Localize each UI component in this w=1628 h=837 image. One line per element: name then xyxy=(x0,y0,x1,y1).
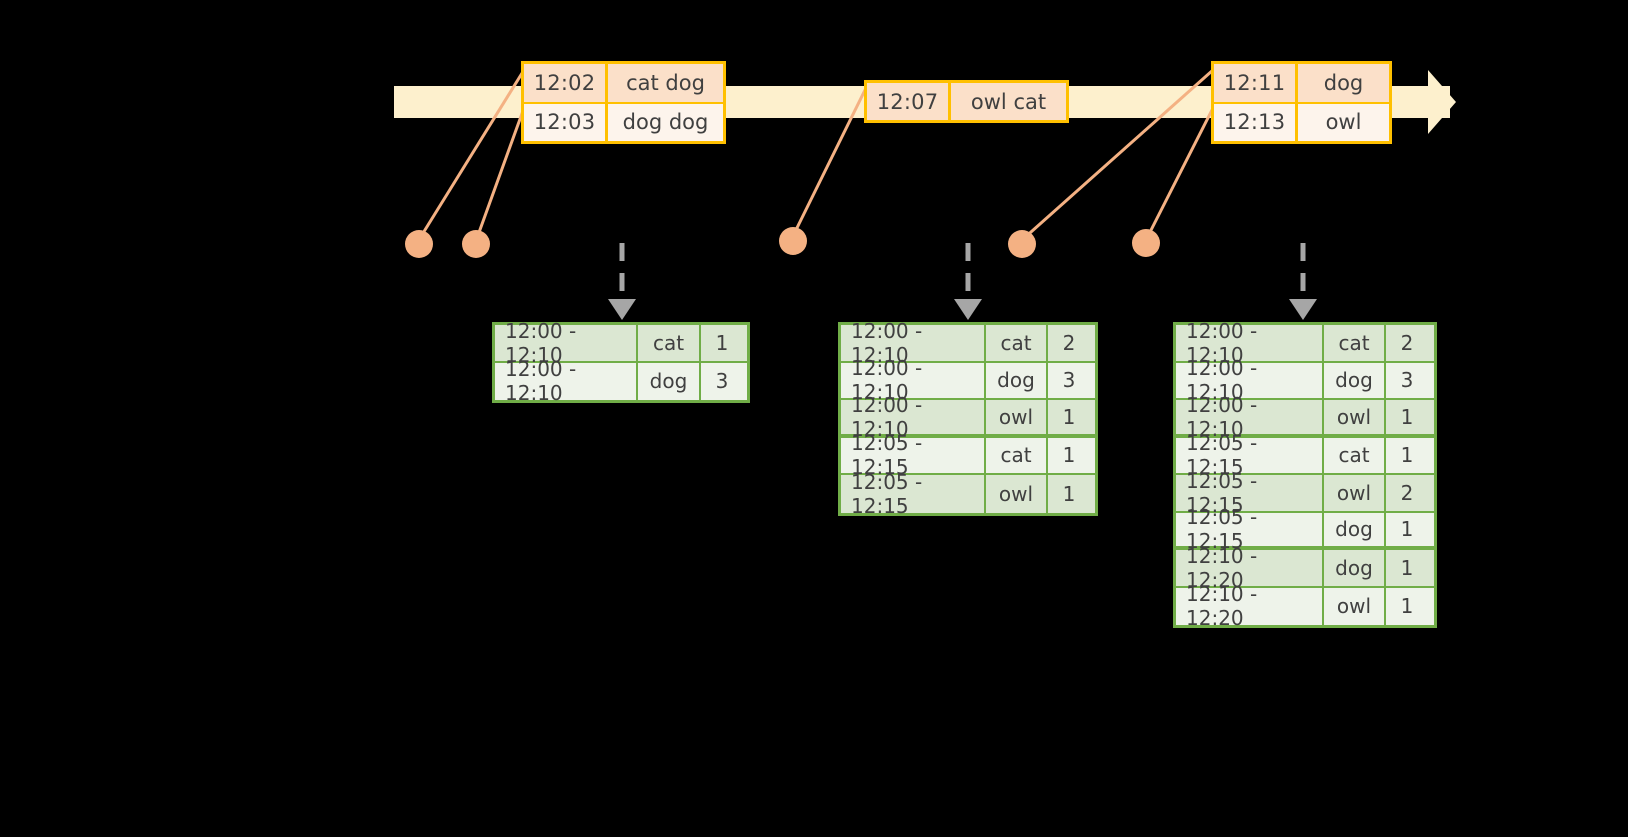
connector-line-2 xyxy=(475,107,526,239)
cell-window: 12:00 - 12:10 xyxy=(495,319,638,367)
cell-word: dog xyxy=(986,362,1048,398)
connector-dots xyxy=(405,227,1160,258)
event-box-3[interactable]: 12:11 dog 12:13 owl xyxy=(1211,61,1392,144)
cell-word: cat xyxy=(986,437,1048,473)
table-row: 12:05 - 12:15 dog 1 xyxy=(1176,505,1434,553)
event-words: owl xyxy=(1325,110,1362,135)
table-row: 12:05 - 12:15 owl 2 xyxy=(1176,469,1434,517)
event-row: 12:02 cat dog xyxy=(524,64,723,102)
cell-count: 3 xyxy=(715,369,729,394)
cell-count: 1 xyxy=(1400,517,1414,542)
event-time: 12:02 xyxy=(524,64,608,102)
cell-count: 3 xyxy=(1062,368,1076,393)
event-words: dog dog xyxy=(622,110,709,135)
cell-word: dog xyxy=(1324,362,1386,398)
table-row: 12:00 - 12:10 owl 1 xyxy=(1176,393,1434,441)
cell-window: 12:10 - 12:20 xyxy=(1176,582,1324,630)
cell-word: cat xyxy=(1324,437,1386,473)
event-row: 12:03 dog dog xyxy=(524,101,723,141)
cell-count: 2 xyxy=(1400,330,1414,355)
table-row: 12:00 - 12:10 dog 3 xyxy=(495,357,747,405)
table-row: 12:05 - 12:15 cat 1 xyxy=(841,431,1095,479)
table-row: 12:00 - 12:10 owl 1 xyxy=(841,393,1095,441)
cell-window: 12:00 - 12:10 xyxy=(1176,393,1324,441)
cell-word: owl xyxy=(1324,400,1386,434)
event-dot-2 xyxy=(462,230,490,258)
event-time: 12:07 xyxy=(867,83,951,120)
cell-word: dog xyxy=(1324,550,1386,586)
event-dot-5 xyxy=(1132,229,1160,257)
cell-window: 12:05 - 12:15 xyxy=(841,431,986,479)
event-box-1[interactable]: 12:02 cat dog 12:03 dog dog xyxy=(521,61,726,144)
event-words: dog xyxy=(1323,70,1364,95)
event-row: 12:07 owl cat xyxy=(867,83,1066,120)
event-dot-3 xyxy=(779,227,807,255)
table-row: 12:05 - 12:15 cat 1 xyxy=(1176,431,1434,479)
cell-window: 12:10 - 12:20 xyxy=(1176,544,1324,592)
event-box-2[interactable]: 12:07 owl cat xyxy=(864,80,1069,123)
result-table-2[interactable]: 12:00 - 12:10 cat 2 12:00 - 12:10 dog 3 … xyxy=(838,319,1098,518)
result-table-3[interactable]: 12:00 - 12:10 cat 2 12:00 - 12:10 dog 3 … xyxy=(1173,319,1437,630)
table-row: 12:10 - 12:20 dog 1 xyxy=(1176,544,1434,592)
cell-word: cat xyxy=(638,325,701,361)
table-row: 12:10 - 12:20 owl 1 xyxy=(1176,582,1434,630)
event-time: 12:13 xyxy=(1214,103,1298,141)
event-dot-4 xyxy=(1008,230,1036,258)
dashed-arrow-head-1 xyxy=(608,299,636,320)
cell-word: owl xyxy=(986,475,1048,513)
cell-window: 12:05 - 12:15 xyxy=(1176,505,1324,553)
cell-word: dog xyxy=(638,362,701,400)
dashed-arrow-head-3 xyxy=(1289,299,1317,320)
cell-count: 1 xyxy=(1062,443,1076,468)
event-row: 12:11 dog xyxy=(1214,64,1389,102)
cell-count: 1 xyxy=(1400,404,1414,429)
cell-count: 1 xyxy=(1400,555,1414,580)
cell-word: owl xyxy=(1324,587,1386,625)
table-row: 12:00 - 12:10 cat 2 xyxy=(841,319,1095,367)
cell-window: 12:05 - 12:15 xyxy=(1176,431,1324,479)
cell-word: cat xyxy=(1324,325,1386,361)
cell-window: 12:00 - 12:10 xyxy=(841,393,986,441)
event-words: owl cat xyxy=(970,89,1047,114)
table-row: 12:05 - 12:15 owl 1 xyxy=(841,470,1095,518)
cell-window: 12:00 - 12:10 xyxy=(1176,319,1324,367)
cell-count: 1 xyxy=(1400,594,1414,619)
event-words: cat dog xyxy=(626,70,705,95)
cell-word: owl xyxy=(986,400,1048,434)
event-time: 12:11 xyxy=(1214,64,1298,102)
table-row: 12:00 - 12:10 cat 1 xyxy=(495,319,747,367)
cell-word: owl xyxy=(1324,475,1386,511)
cell-count: 1 xyxy=(1400,443,1414,468)
event-row: 12:13 owl xyxy=(1214,101,1389,141)
dashed-arrows xyxy=(619,243,1306,300)
cell-window: 12:05 - 12:15 xyxy=(841,470,986,518)
connector-line-5 xyxy=(1144,107,1215,241)
event-dot-1 xyxy=(405,230,433,258)
cell-count: 2 xyxy=(1400,480,1414,505)
event-time: 12:03 xyxy=(524,103,608,141)
cell-count: 1 xyxy=(1062,404,1076,429)
table-row: 12:00 - 12:10 dog 3 xyxy=(1176,356,1434,404)
cell-window: 12:00 - 12:10 xyxy=(495,357,638,405)
cell-count: 1 xyxy=(715,330,729,355)
dashed-arrow-heads xyxy=(608,299,1317,320)
dashed-arrow-head-2 xyxy=(954,299,982,320)
cell-word: dog xyxy=(1324,512,1386,546)
result-table-1[interactable]: 12:00 - 12:10 cat 1 12:00 - 12:10 dog 3 xyxy=(492,319,750,405)
cell-count: 3 xyxy=(1400,368,1414,393)
cell-word: cat xyxy=(986,325,1048,361)
cell-window: 12:00 - 12:10 xyxy=(841,319,986,367)
cell-count: 1 xyxy=(1062,481,1076,506)
cell-count: 2 xyxy=(1062,330,1076,355)
